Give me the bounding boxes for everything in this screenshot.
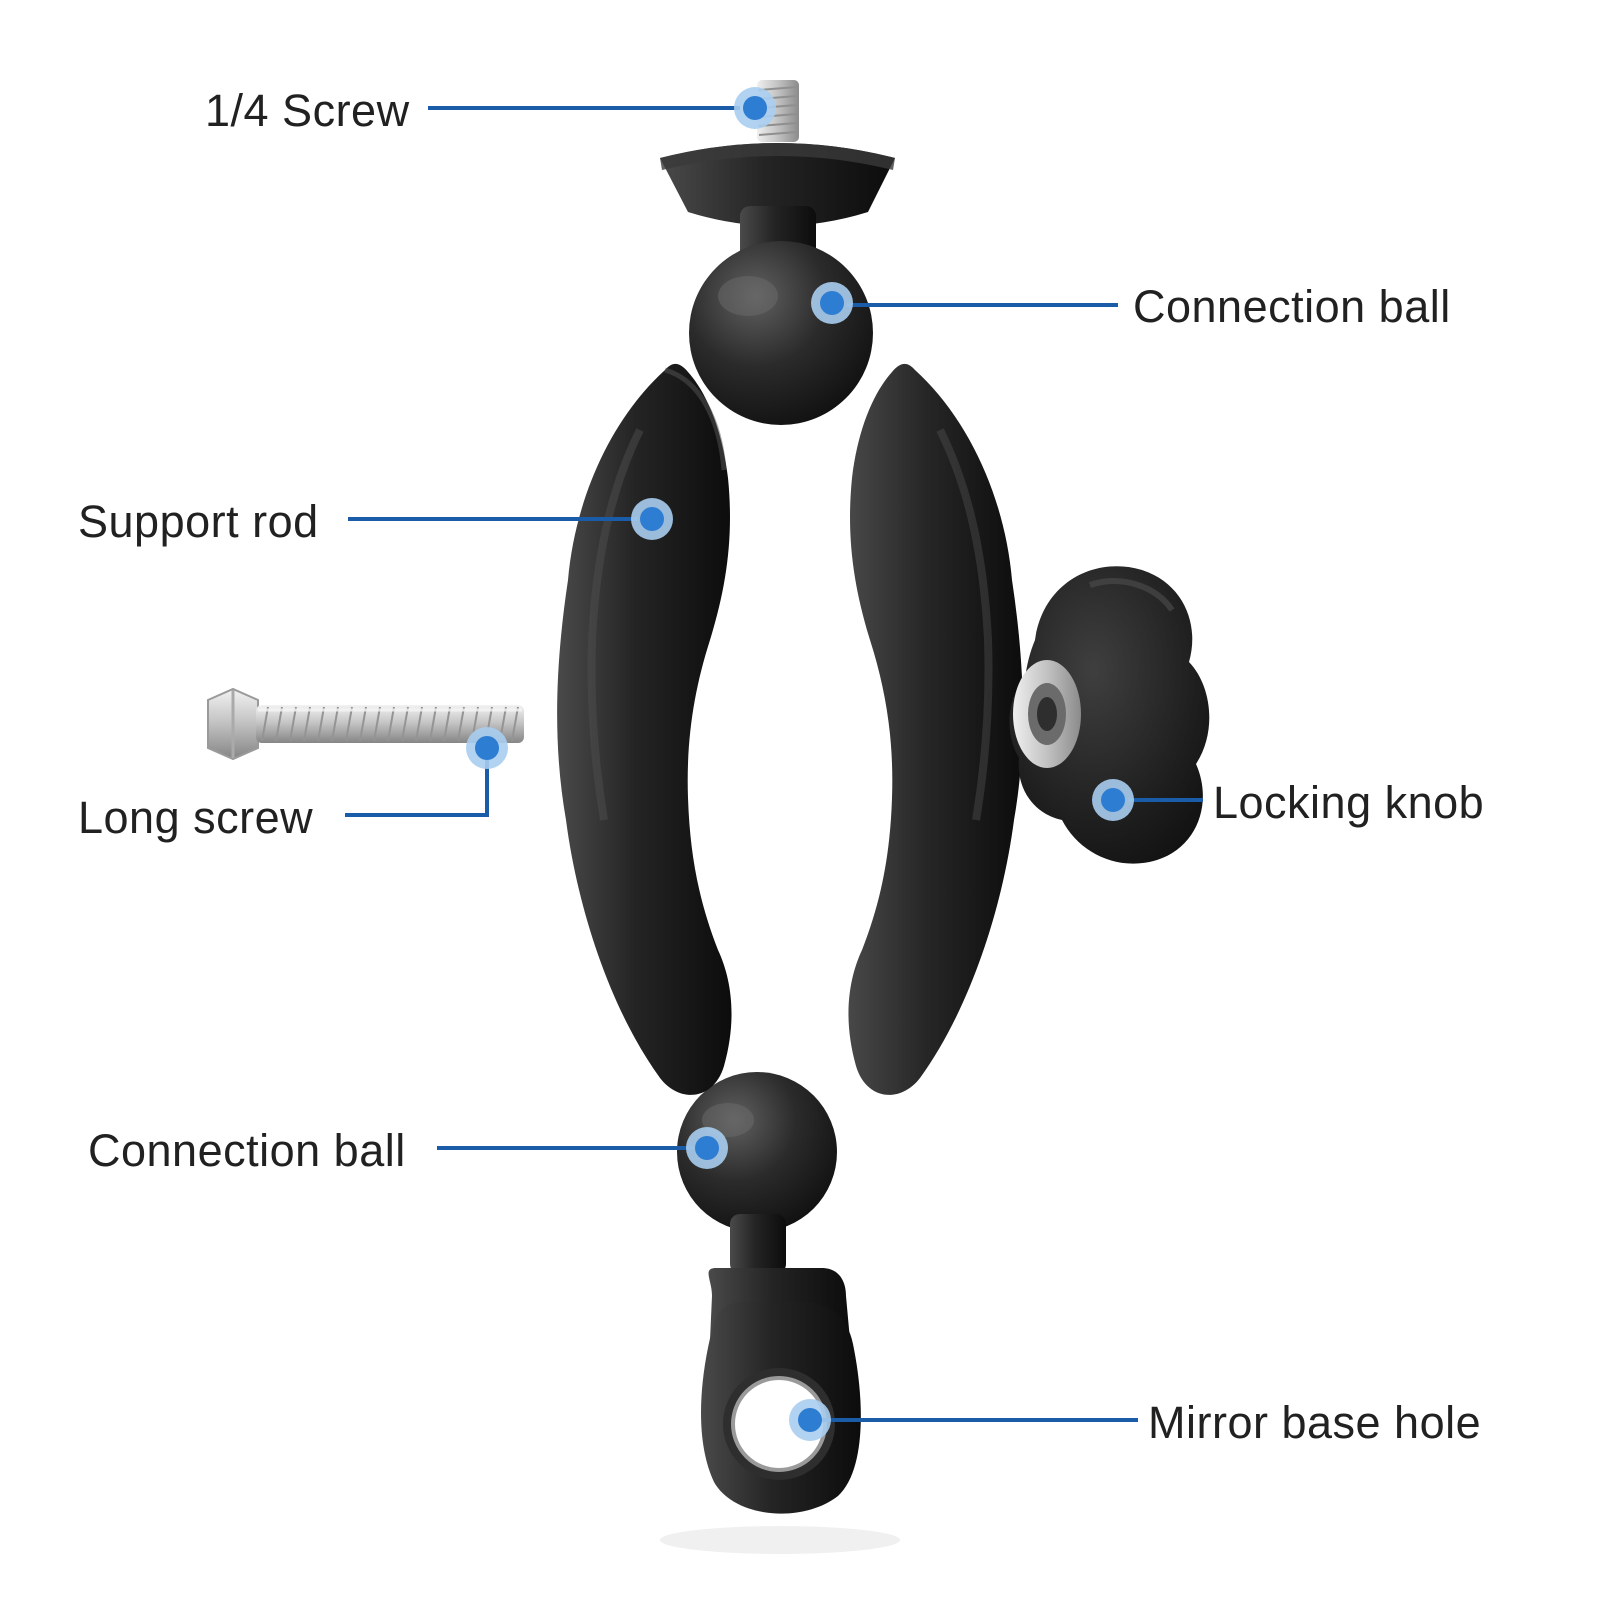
- long-screw-part: [207, 687, 524, 761]
- callout-dot-connection-ball-bottom: [686, 1127, 728, 1169]
- leader-lines: [345, 106, 1203, 1422]
- label-locking-knob: Locking knob: [1213, 777, 1485, 828]
- support-rod-left-arm: [557, 363, 732, 1095]
- callout-dot-mirror-base-hole: [789, 1399, 831, 1441]
- label-connection-ball-bottom: Connection ball: [88, 1125, 406, 1176]
- locking-knob-part: [1009, 566, 1210, 864]
- callout-dot-quarter-screw: [734, 87, 776, 129]
- label-quarter-screw: 1/4 Screw: [205, 85, 410, 136]
- label-mirror-base-hole: Mirror base hole: [1148, 1397, 1482, 1448]
- callout-dot-locking-knob: [1092, 779, 1134, 821]
- label-support-rod: Support rod: [78, 496, 319, 547]
- support-rod-right-arm: [848, 363, 1023, 1095]
- callout-dot-long-screw: [466, 727, 508, 769]
- callout-dots: [466, 87, 1134, 1441]
- label-connection-ball-top: Connection ball: [1133, 281, 1451, 332]
- connection-ball-top-part: [689, 241, 873, 425]
- connection-ball-bottom-part: [677, 1072, 837, 1232]
- callout-dot-connection-ball-top: [811, 282, 853, 324]
- label-long-screw: Long screw: [78, 792, 314, 843]
- callout-dot-support-rod: [631, 498, 673, 540]
- mirror-base-part: [660, 1214, 900, 1554]
